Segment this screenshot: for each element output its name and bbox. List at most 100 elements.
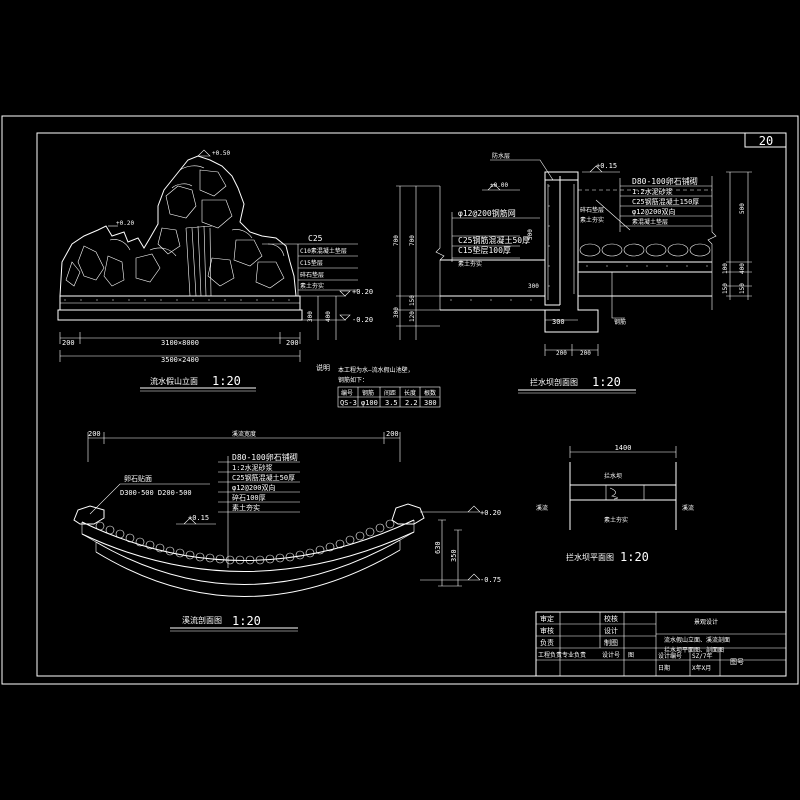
wall-rdim-4: 150 (722, 283, 729, 294)
rebar-h3: 长度 (404, 389, 416, 397)
dam-plan-title: 拦水坝平面图 (566, 552, 614, 562)
note-label: 说明 (316, 363, 330, 372)
rebar-h2: 间距 (384, 389, 396, 397)
stream-section: 200 溪流宽度 200 (73, 430, 501, 632)
title-block: 审定 校核 审核 设计 负责 制图 工程负责 专业负责 设计号 图 景观设计 流… (535, 611, 787, 677)
tb-design-no-label: 设计编号 (658, 652, 682, 660)
note-block: 说明 本工程为水—流水假山池壁， 钢筋如下： 编号 钢筋 间距 长度 根数 QS… (316, 363, 441, 408)
wall-bdim-1: 200 (556, 350, 567, 357)
tb-drawing-no-label: 图号 (730, 658, 744, 666)
stream-rdim-1: 350 (450, 549, 458, 562)
wall-level-1: +0.15 (596, 162, 617, 170)
outer-frame (1, 115, 799, 685)
rockery-layer-4: 素土夯实 (300, 282, 324, 290)
wall-left-layer-2: C15垫层100厚 (458, 245, 511, 255)
rockery-level-2: -0.20 (352, 316, 373, 324)
wall-layer-6: 素土夯实 (580, 216, 604, 224)
dam-plan: 1400 拦水坝 溪流 溪流 素土夯实 拦水坝平面图 1:20 (536, 444, 694, 564)
rockery-layer-1: C10素混凝土垫层 (300, 247, 347, 255)
tb-r3-c0: 工程负责 (538, 651, 562, 659)
stream-stone-label: D300-500 D200-500 (120, 489, 192, 497)
rock-texture (65, 169, 285, 289)
wall-left-layer-1: C25钢筋混凝土50厚 (458, 235, 530, 245)
wall-rdim-0: 500 (739, 203, 746, 214)
tb-r0-c0: 审定 (540, 614, 554, 623)
wall-ldim-1: 300 (393, 307, 400, 318)
stream-dim-left: 200 (88, 430, 101, 438)
rebar-table: 编号 钢筋 间距 长度 根数 QS-3 φ100 3.5 2.2 380 (337, 386, 441, 408)
tb-r3-c3: 图 (628, 652, 634, 659)
rockery-scale: 1:20 (212, 374, 241, 388)
pool-wall-section: +0.15 ±0.00 700 300 700 150 120 500 400 … (393, 152, 752, 394)
dam-plan-label-0: 拦水坝 (604, 472, 622, 480)
left-boulder (73, 505, 105, 525)
tb-r2-c0: 负责 (540, 638, 554, 647)
rockery-vdim-1: 300 (307, 311, 314, 322)
base-footing (57, 309, 303, 321)
wall-label-rebar: 钢筋 (614, 318, 626, 326)
wall-rdim-3: 100 (722, 263, 729, 274)
tb-date-label: 日期 (658, 664, 670, 672)
rockery-layer-0: C25 (308, 234, 323, 243)
rebar-h4: 根数 (424, 389, 436, 397)
wall-level-2: ±0.00 (490, 182, 508, 189)
rockery-layer-2: C15垫层 (300, 259, 323, 267)
dam-plan-dim: 1400 (615, 444, 632, 452)
tb-r2-c1: 制图 (604, 638, 618, 647)
stream-rdim-0: 630 (434, 541, 442, 554)
tb-drawing-name-2: 拦水坝平面图、剖面图 (664, 646, 724, 654)
stream-layer-4: 碎石100厚 (232, 493, 266, 502)
rockery-dim-right: 200 (286, 339, 299, 347)
rebar-c1: φ100 (361, 399, 378, 407)
wall-scale: 1:20 (592, 375, 621, 389)
rockery-dim-mid: 3100×8000 (161, 339, 199, 347)
rockery-layer-3: 碎石垫层 (300, 271, 324, 279)
wall-ldim-3: 120 (409, 311, 416, 322)
dam-plan-label-3: 素土夯实 (604, 516, 628, 524)
stream-dim-right: 200 (386, 430, 399, 438)
tb-drawing-name-1: 流水假山立面、溪流剖面 (664, 636, 730, 644)
rockery-level-1: +0.20 (352, 288, 373, 296)
stream-pebbles (95, 519, 395, 565)
tb-r3-c1: 专业负责 (562, 651, 586, 659)
dam-plan-label-1: 溪流 (536, 504, 548, 512)
wall-left-layer-3: 素土夯实 (458, 260, 482, 268)
rockery-top-level: +0.50 (212, 150, 230, 157)
waterfall (185, 225, 213, 297)
stream-layer-1: 1:2水泥砂浆 (232, 463, 273, 472)
wall-title: 拦水坝剖面图 (530, 377, 578, 387)
wall-layer-0: D80-100卵石铺砌 (632, 176, 698, 186)
wall-label-waterproof: 防水层 (492, 152, 510, 160)
tb-date: X年X月 (692, 664, 711, 672)
rebar-h1: 钢筋 (362, 389, 374, 397)
tb-r3-c2: 设计号 (602, 651, 620, 659)
note-text-1: 本工程为水—流水假山池壁， (338, 366, 414, 374)
dam-plan-label-2: 溪流 (682, 504, 694, 512)
sheet-number: 20 (759, 134, 773, 148)
wall-inner-300: 300 (528, 283, 539, 290)
wall-ldim-0b: 700 (409, 235, 416, 246)
wall-layer-2: C25钢筋混凝土150厚 (632, 197, 699, 206)
wall-ldim-2: 150 (409, 295, 416, 306)
rebar-c2: 3.5 (385, 399, 398, 407)
rebar-h0: 编号 (341, 389, 353, 397)
dam-plan-scale: 1:20 (620, 550, 649, 564)
stream-level-top: +0.20 (480, 509, 501, 517)
stream-layer-3: φ12@200双向 (232, 483, 276, 492)
sheet-number-box (744, 132, 787, 148)
rockery-dim-total: 3500×2400 (161, 356, 199, 364)
inner-frame (36, 132, 787, 677)
rebar-c3: 2.2 (405, 399, 418, 407)
stream-layer-5: 素土夯实 (232, 503, 260, 512)
tb-project: 景观设计 (694, 618, 718, 626)
stream-title: 溪流剖面图 (182, 615, 222, 625)
stream-level-bottom: -0.75 (480, 576, 501, 584)
stream-dim-mid: 溪流宽度 (232, 430, 256, 438)
stream-layer-0: D80-100卵石铺砌 (232, 452, 298, 462)
wall-layer-3: φ12@200双向 (632, 207, 676, 216)
rebar-c0: QS-3 (340, 399, 357, 407)
rockery-vdim-2: 400 (325, 311, 332, 322)
wall-left-layer-0: φ12@200钢筋网 (458, 208, 516, 218)
tb-r1-c1: 设计 (604, 626, 618, 635)
